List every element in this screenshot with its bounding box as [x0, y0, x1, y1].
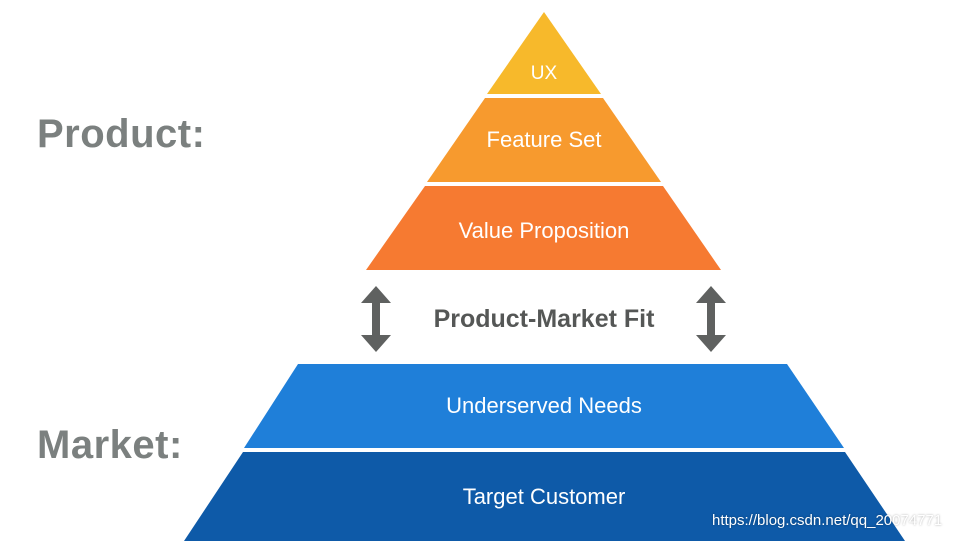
tier-feature-set — [427, 98, 661, 182]
tier-target-customer — [184, 452, 905, 541]
double-arrow-vertical-icon-right — [696, 286, 726, 352]
tier-label-underserved-needs: Underserved Needs — [446, 393, 642, 418]
tier-label-feature-set: Feature Set — [487, 127, 602, 152]
tier-underserved-needs — [244, 364, 844, 448]
market-side-label: Market: — [37, 423, 183, 467]
tier-value-proposition — [366, 186, 721, 270]
fit-label: Product-Market Fit — [434, 305, 656, 333]
tier-ux — [487, 12, 601, 94]
watermark: https://blog.csdn.net/qq_20074771 — [712, 512, 943, 529]
product-side-label: Product: — [37, 112, 206, 156]
double-arrow-vertical-icon-left — [361, 286, 391, 352]
tier-label-ux: UX — [531, 63, 558, 84]
tier-label-target-customer: Target Customer — [463, 484, 626, 509]
tier-label-value-proposition: Value Proposition — [459, 218, 630, 243]
